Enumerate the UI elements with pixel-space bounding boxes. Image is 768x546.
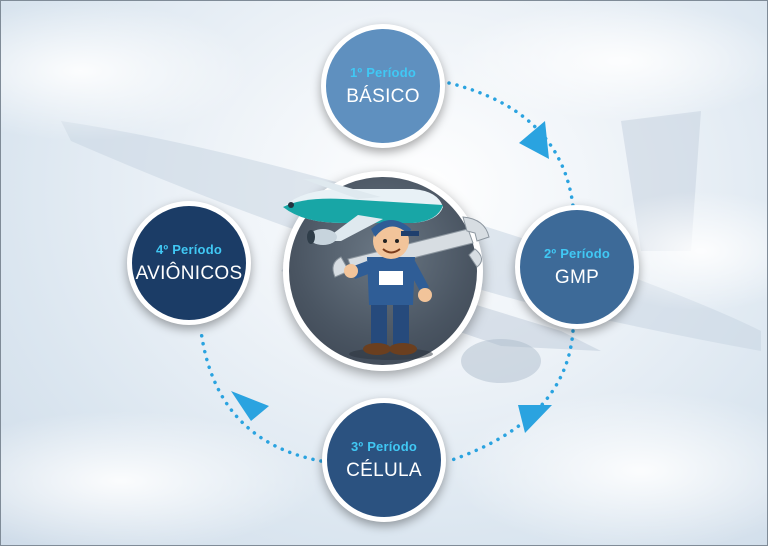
period-node-1: 1º Período BÁSICO	[321, 24, 445, 148]
airplane-icon	[283, 179, 443, 245]
arrow-head-icon	[231, 391, 269, 421]
mechanic-airplane-illustration	[283, 179, 490, 360]
period-label: 4º Período	[156, 241, 222, 257]
period-node-3: 3º Período CÉLULA	[322, 398, 446, 522]
period-label: 1º Período	[350, 64, 416, 80]
period-node-2: 2º Período GMP	[515, 205, 639, 329]
connector-1-to-2	[447, 81, 575, 208]
arrow-head-icon	[518, 405, 552, 433]
period-title: AVIÔNICOS	[135, 262, 243, 284]
period-label: 2º Período	[544, 245, 610, 261]
period-title: GMP	[554, 266, 600, 288]
arrow-head-icon	[519, 121, 549, 159]
period-title: CÉLULA	[346, 459, 422, 481]
period-node-4: 4º Período AVIÔNICOS	[127, 201, 251, 325]
mechanic-icon	[344, 220, 433, 360]
period-label: 3º Período	[351, 438, 417, 454]
connector-3-to-4	[199, 329, 323, 463]
connector-2-to-3	[447, 329, 575, 463]
period-title: BÁSICO	[346, 85, 420, 107]
